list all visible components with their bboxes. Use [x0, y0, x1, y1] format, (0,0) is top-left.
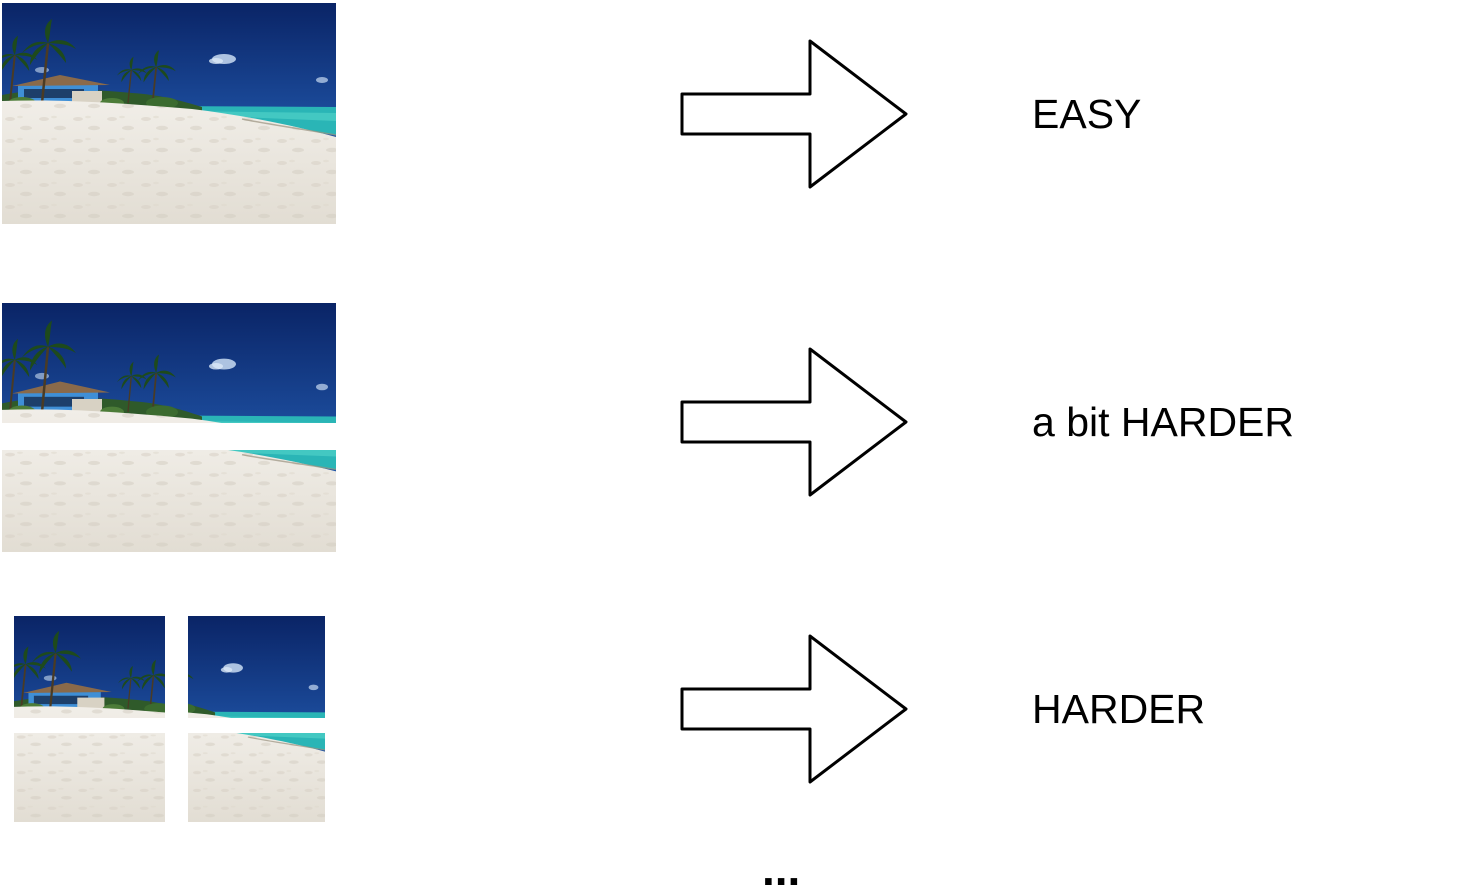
- right-arrow-icon: [679, 346, 909, 498]
- beach-photo-bottom-half: [2, 450, 336, 552]
- beach-photo-quadrant-top-left: [14, 616, 165, 718]
- beach-photo-top-half: [2, 303, 336, 423]
- beach-photo-quadrant-bottom-right: [188, 733, 325, 822]
- difficulty-label-bit-harder: a bit HARDER: [1032, 399, 1295, 445]
- right-arrow-icon: [679, 633, 909, 785]
- beach-photo-quadrant-top-right: [188, 616, 325, 718]
- difficulty-label-easy: EASY: [1032, 91, 1142, 137]
- beach-photo-quadrant-bottom-left: [14, 733, 165, 822]
- beach-photo-full: [2, 3, 336, 224]
- continuation-ellipsis: ...: [762, 843, 801, 895]
- right-arrow-icon: [679, 38, 909, 190]
- difficulty-label-harder: HARDER: [1032, 686, 1206, 732]
